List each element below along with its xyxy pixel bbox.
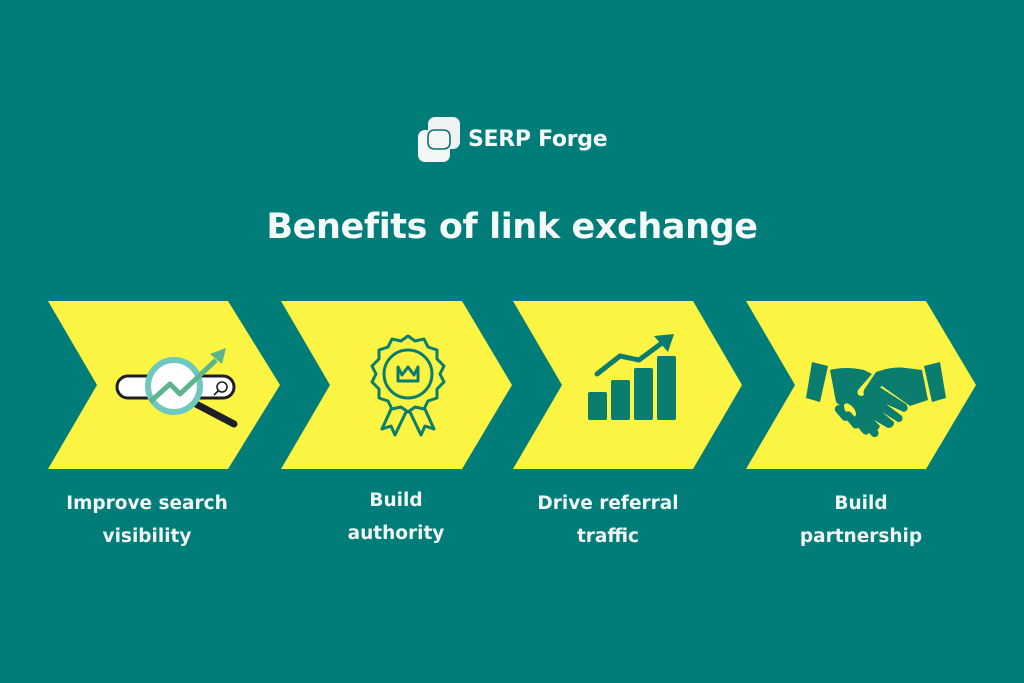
- handshake-icon: [806, 362, 946, 438]
- step-label: Build partnership: [799, 493, 923, 547]
- brand-name: SERP Forge: [468, 126, 608, 152]
- step-label: Improve search visibility: [66, 493, 228, 547]
- award-badge-crown-icon: [370, 334, 446, 437]
- brand-logo: SERP Forge: [416, 114, 608, 164]
- search-growth-magnifier-icon: [115, 348, 238, 428]
- step-label: Build authority: [347, 490, 445, 544]
- overlapping-squares-icon: [418, 117, 460, 162]
- step-label: Drive referral traffic: [537, 493, 679, 547]
- bar-chart-trend-up-icon: [588, 334, 676, 420]
- page-title: Benefits of link exchange: [266, 207, 758, 247]
- chevron-shape: [281, 301, 512, 469]
